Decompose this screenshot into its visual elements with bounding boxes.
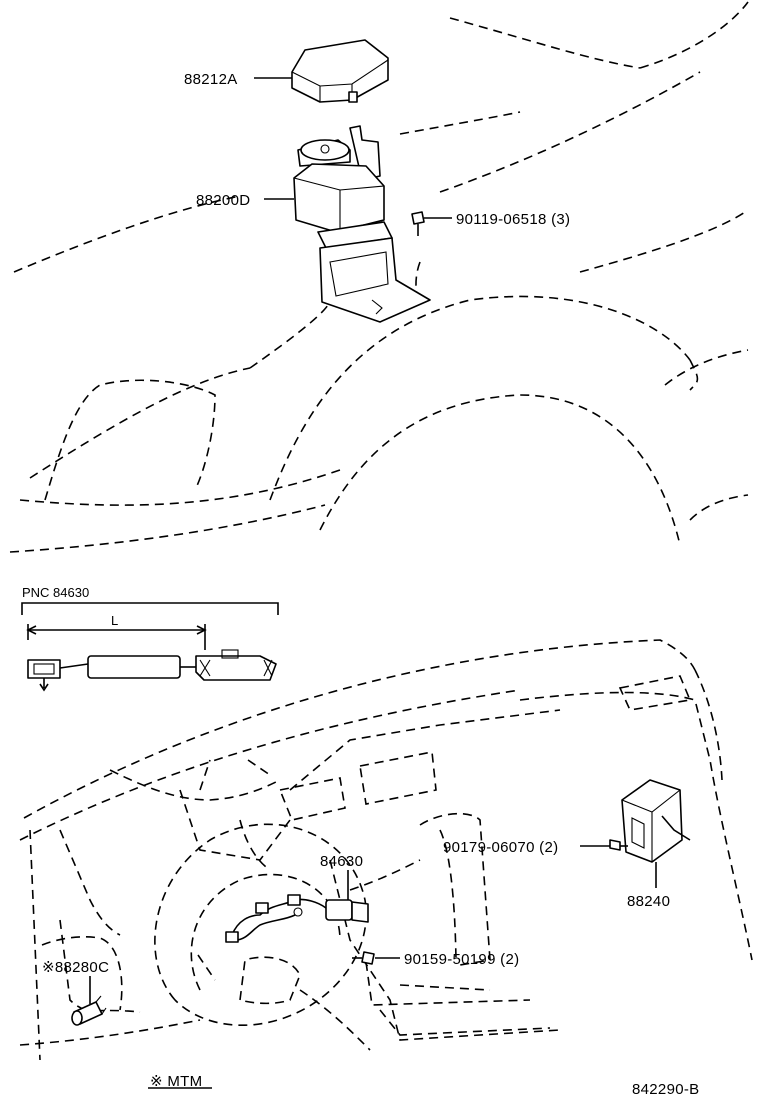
- callout-88200d: 88200D: [196, 192, 250, 209]
- callout-88280c: ※88280C: [42, 959, 109, 976]
- vehicle-body-outline: [9, 1, 749, 553]
- relay-cover-88212a: [291, 39, 389, 103]
- sensor-88240: [621, 779, 691, 863]
- callout-90179-06070: 90179-06070 (2): [443, 839, 558, 856]
- relay-assembly-88200d: [293, 125, 431, 323]
- bolt-90159: [352, 951, 375, 965]
- spiral-cable-84630: [225, 894, 369, 943]
- callout-84630: 84630: [320, 853, 363, 870]
- bolt-90119: [411, 211, 425, 236]
- dimension-l-label: L: [111, 613, 118, 628]
- switch-88280c: [71, 995, 107, 1026]
- instrument-panel-outline: [19, 639, 753, 1061]
- callout-88212a: 88212A: [184, 71, 238, 88]
- callout-90119-06518: 90119-06518 (3): [456, 211, 570, 228]
- pnc-inset: [21, 602, 279, 692]
- mtm-note: ※ MTM: [150, 1073, 202, 1090]
- figure-id: 842290-B: [632, 1081, 699, 1098]
- callout-88240: 88240: [627, 893, 670, 910]
- callout-90159-50199: 90159-50199 (2): [404, 951, 519, 968]
- pnc-label: PNC 84630: [22, 585, 89, 600]
- steering-wheel: [154, 819, 367, 1026]
